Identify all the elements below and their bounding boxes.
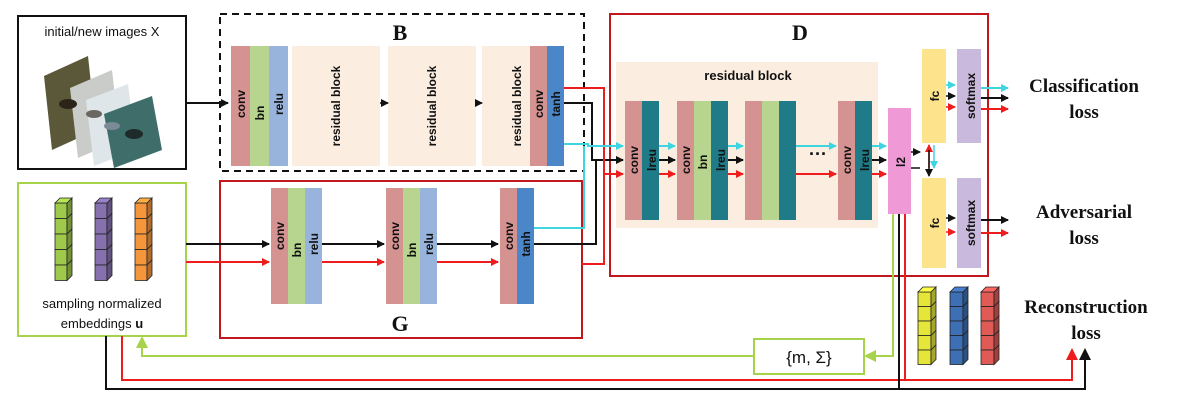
g-conv-layer-2: [386, 188, 403, 304]
d-fc-layer-1: [922, 49, 946, 143]
d-bn-layer-blank: [762, 101, 779, 220]
d-lreu-label-3: lreu: [858, 149, 872, 171]
adversarial-loss-line1: Adversarial: [1036, 202, 1132, 223]
d-softmax-label-1: softmax: [964, 73, 978, 119]
b-residual-block-3: [482, 46, 530, 166]
reconstruction-loss-line2: loss: [1071, 323, 1101, 344]
green-embedding-icon: [54, 197, 73, 282]
svg-text:embeddings u: embeddings u: [61, 316, 143, 331]
b-residual-block-1: [292, 46, 380, 166]
g-conv-layer-1: [271, 188, 288, 304]
yellow-embedding-icon: [917, 286, 937, 366]
g-tanh-label: tanh: [519, 231, 533, 256]
g-conv-label-3: conv: [502, 222, 516, 250]
g-bn-label-2: bn: [405, 243, 419, 258]
d-l2-label: l2: [894, 157, 908, 167]
orange-embedding-icon: [134, 197, 153, 282]
g-relu-label-1: relu: [307, 233, 321, 255]
d-softmax-layer-2: [957, 178, 981, 268]
block-g-title: G: [391, 311, 408, 336]
b-residual-label-1: residual block: [329, 65, 343, 146]
d-bn-layer: [694, 101, 711, 220]
g-conv-label-2: conv: [388, 222, 402, 250]
input-images-box: initial/new images X: [17, 15, 187, 170]
b-residual-label-2: residual block: [425, 65, 439, 146]
d-lreu-label-1: lreu: [645, 149, 659, 171]
block-b-title: B: [393, 20, 408, 45]
b-residual-label-3: residual block: [510, 65, 524, 146]
d-conv-layer-3: [838, 101, 855, 220]
b-final-conv-layer: [530, 46, 547, 166]
d-ellipsis: ···: [809, 144, 827, 164]
red-embedding-icon: [980, 286, 1000, 366]
g-relu-label-2: relu: [422, 233, 436, 255]
d-lreu-layer-2: [711, 101, 728, 220]
d-l2-layer: [888, 108, 911, 214]
d-conv-layer-1: [625, 101, 642, 220]
b-conv-label: conv: [234, 90, 248, 118]
d-conv-layer-2: [677, 101, 694, 220]
adversarial-loss-line2: loss: [1069, 228, 1099, 249]
sampling-label-line1: sampling normalized: [42, 296, 161, 311]
sampling-label-line2: embeddings: [61, 316, 135, 331]
b-bn-label: bn: [253, 106, 267, 121]
b-residual-block-2: [388, 46, 476, 166]
block-b: B conv bn relu residual block residual b…: [219, 13, 585, 172]
blue-embedding-icon: [949, 286, 969, 366]
b-tanh-layer: [547, 46, 564, 166]
sampling-embeddings-box: sampling normalized embeddings u: [17, 182, 187, 337]
g-conv-layer-3: [500, 188, 517, 304]
g-tanh-layer: [517, 188, 534, 304]
d-fc-layer-2: [922, 178, 946, 268]
d-conv-label-1: conv: [627, 146, 641, 174]
g-relu-layer-2: [420, 188, 437, 304]
g-conv-label-1: conv: [273, 222, 287, 250]
sampling-variable: u: [135, 316, 143, 331]
input-images-label: initial/new images X: [45, 24, 160, 39]
reconstruction-loss-line1: Reconstruction: [1024, 297, 1148, 318]
block-d: D residual block conv lreu conv bn lreu …: [609, 13, 989, 277]
d-lreu-layer-blank: [779, 101, 796, 220]
g-bn-layer-1: [288, 188, 305, 304]
reconstructed-embeddings: [917, 286, 1000, 366]
b-tanh-label: tanh: [549, 91, 563, 116]
statistics-label: {m, Σ}: [786, 348, 832, 367]
d-softmax-layer-1: [957, 49, 981, 143]
g-bn-label-1: bn: [290, 243, 304, 258]
statistics-box: {m, Σ}: [753, 338, 865, 375]
b-final-conv-label: conv: [532, 90, 546, 118]
d-conv-label-2: conv: [679, 146, 693, 174]
d-bn-label: bn: [696, 155, 710, 170]
b-relu-layer: [269, 46, 288, 166]
b-relu-label: relu: [272, 93, 286, 115]
d-residual-block-title: residual block: [704, 68, 792, 83]
d-conv-label-3: conv: [840, 146, 854, 174]
block-d-title: D: [792, 20, 808, 45]
g-bn-layer-2: [403, 188, 420, 304]
block-g: G conv bn relu conv bn relu conv tanh: [219, 180, 583, 339]
d-fc-label-1: fc: [928, 90, 942, 101]
purple-embedding-icon: [94, 197, 113, 282]
d-lreu-layer-3: [855, 101, 872, 220]
b-conv-layer: [231, 46, 250, 166]
d-lreu-layer-1: [642, 101, 659, 220]
classification-loss-line2: loss: [1069, 102, 1099, 123]
g-relu-layer-1: [305, 188, 322, 304]
classification-loss-line1: Classification: [1029, 76, 1139, 97]
d-softmax-label-2: softmax: [964, 200, 978, 246]
b-bn-layer: [250, 46, 269, 166]
d-conv-layer-blank: [745, 101, 762, 220]
bird-images-icon: [44, 56, 162, 168]
d-lreu-label-2: lreu: [714, 149, 728, 171]
d-fc-label-2: fc: [928, 217, 942, 228]
